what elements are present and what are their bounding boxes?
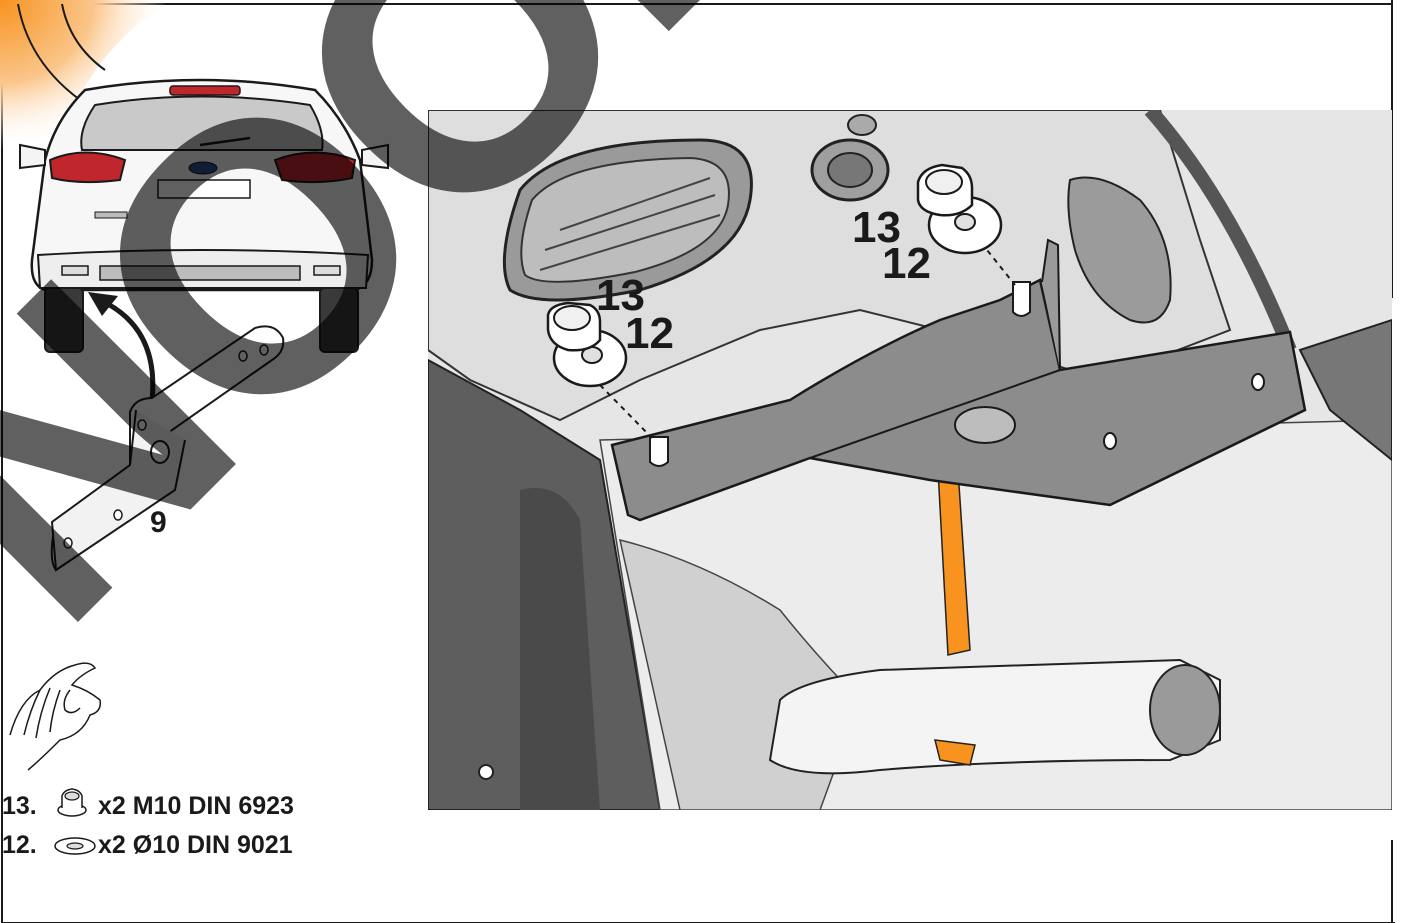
callout-left-nut: 13 — [596, 271, 645, 320]
hand-tighten-icon — [9, 662, 102, 771]
callout-right-washer: 12 — [882, 239, 931, 288]
badge — [94, 211, 128, 219]
stud-left — [649, 436, 669, 467]
callout-bracket: 9 — [150, 506, 167, 539]
assembly-line-left — [599, 384, 653, 439]
corner-glow — [0, 0, 170, 150]
bracket-hole-a — [1103, 432, 1117, 450]
legend-number-13: 13. — [2, 792, 37, 820]
flange-nut-icon — [57, 788, 87, 817]
bumper-edge — [1298, 318, 1392, 463]
corner-arc-inner — [61, 3, 106, 71]
mirror-left — [19, 143, 46, 170]
callout-right-nut: 13 — [852, 203, 901, 252]
wiper — [199, 136, 251, 147]
reflector-right — [313, 265, 341, 276]
brand-emblem — [188, 161, 218, 175]
tire-left — [44, 287, 84, 353]
bracket-slot — [954, 406, 1016, 444]
car-rear-view — [19, 78, 389, 353]
reflector-left — [61, 265, 89, 276]
stud-right — [1012, 281, 1031, 317]
legend-text-12: x2 Ø10 DIN 9021 — [98, 831, 293, 859]
washer-icon — [54, 837, 96, 855]
install-arrow — [98, 297, 156, 416]
legend-number-12: 12. — [2, 831, 37, 859]
callout-left-washer: 12 — [625, 309, 674, 358]
install-arrow-head — [88, 292, 118, 316]
body-cavity — [1067, 176, 1172, 324]
brake-light — [169, 85, 241, 96]
legend-text-13: x2 M10 DIN 6923 — [98, 792, 294, 820]
rubber-seal — [1144, 110, 1297, 353]
diffuser — [99, 265, 301, 281]
legend: 13. x2 M10 DIN 6923 12. x2 Ø10 DIN 9021 — [2, 788, 294, 859]
license-plate — [157, 179, 251, 199]
tire-right — [319, 287, 359, 353]
tail-light-right — [273, 151, 357, 184]
exhaust-pipe — [768, 658, 1221, 775]
tail-light-left — [48, 151, 127, 184]
grommet-small — [847, 114, 877, 136]
rear-window — [80, 95, 324, 151]
mirror-right — [361, 143, 389, 170]
bracket-hole-b — [1251, 373, 1265, 391]
tow-bracket-installed — [610, 278, 1307, 522]
